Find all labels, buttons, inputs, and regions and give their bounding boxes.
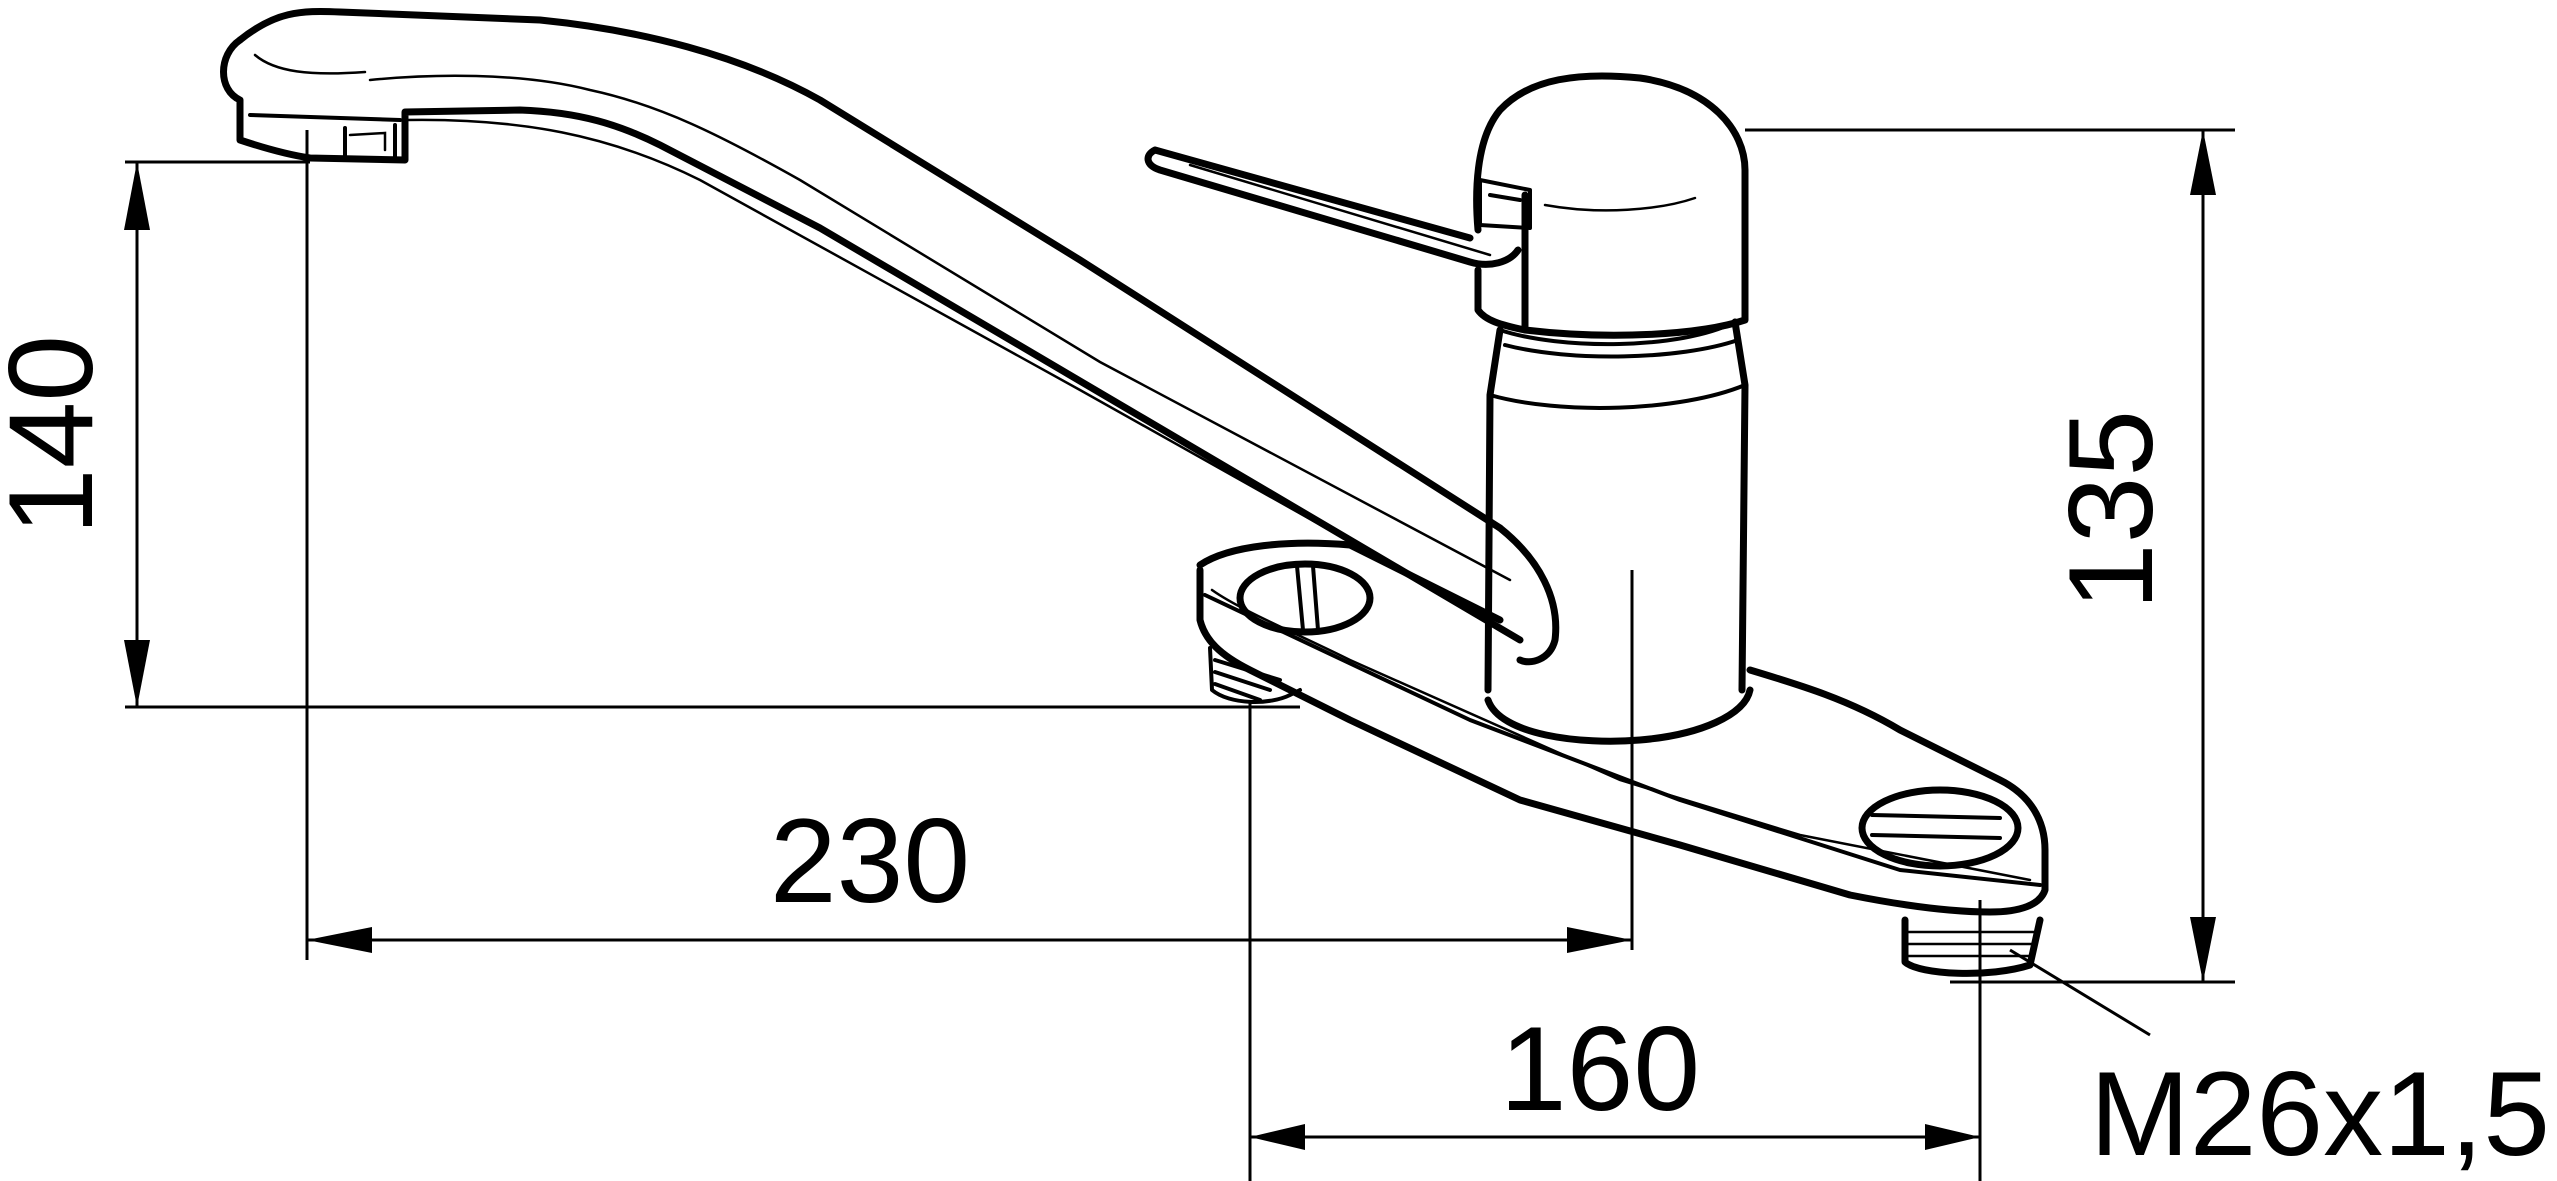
arrowhead-140-bottom [124,640,150,707]
faucet [220,7,2049,977]
aerator-detail [348,131,387,152]
base-plate-rim [1203,593,2042,887]
right-threaded-connection [1901,916,2044,977]
label-spout-reach: 230 [770,794,970,928]
lever-highlight [1188,163,1492,257]
thread-lines [1906,930,2038,958]
right-mounting-screw [1858,786,2022,870]
base-plate [1196,539,2049,916]
label-spout-height: 140 [0,335,118,535]
collar-ring-2 [1503,338,1740,359]
spout-tip [220,36,1524,644]
spout-highlight-top [253,53,1512,582]
left-mounting-screw [1236,560,1374,636]
spout-root [1496,524,1560,666]
lever-handle [1144,146,1522,268]
arrowhead-160-left [1250,1124,1305,1150]
arrowhead-160-right [1925,1124,1980,1150]
dimension-labels: 140 135 230 160 M26x1,5 [0,335,2550,1181]
cap-band-left [1474,266,1529,334]
collar-ring-1 [1498,320,1737,347]
arrowhead-135-top [2190,130,2216,195]
spout-upper-outline [236,7,1504,532]
arrowhead-135-bottom [2190,917,2216,982]
arrowhead-230-left [307,927,372,953]
arrowhead-230-right [1567,927,1632,953]
aerator [248,113,402,162]
dimension-lines [124,128,2235,1181]
label-body-height: 135 [2044,410,2178,610]
body-bottom [1484,686,1754,745]
body-column [1484,318,1749,694]
thread-leader-line [2009,948,2151,1037]
cartridge-cap [1473,72,1749,339]
label-thread-size: M26x1,5 [2090,1047,2550,1181]
cap-highlight [1543,196,1697,212]
right-screw-slot [1870,813,2002,840]
spout-highlight-bottom [403,118,1492,622]
left-screw-slot [1295,564,1320,632]
body-top-edge [1488,383,1747,410]
arrowhead-140-top [124,162,150,230]
label-hole-spacing: 160 [1500,1002,1700,1136]
